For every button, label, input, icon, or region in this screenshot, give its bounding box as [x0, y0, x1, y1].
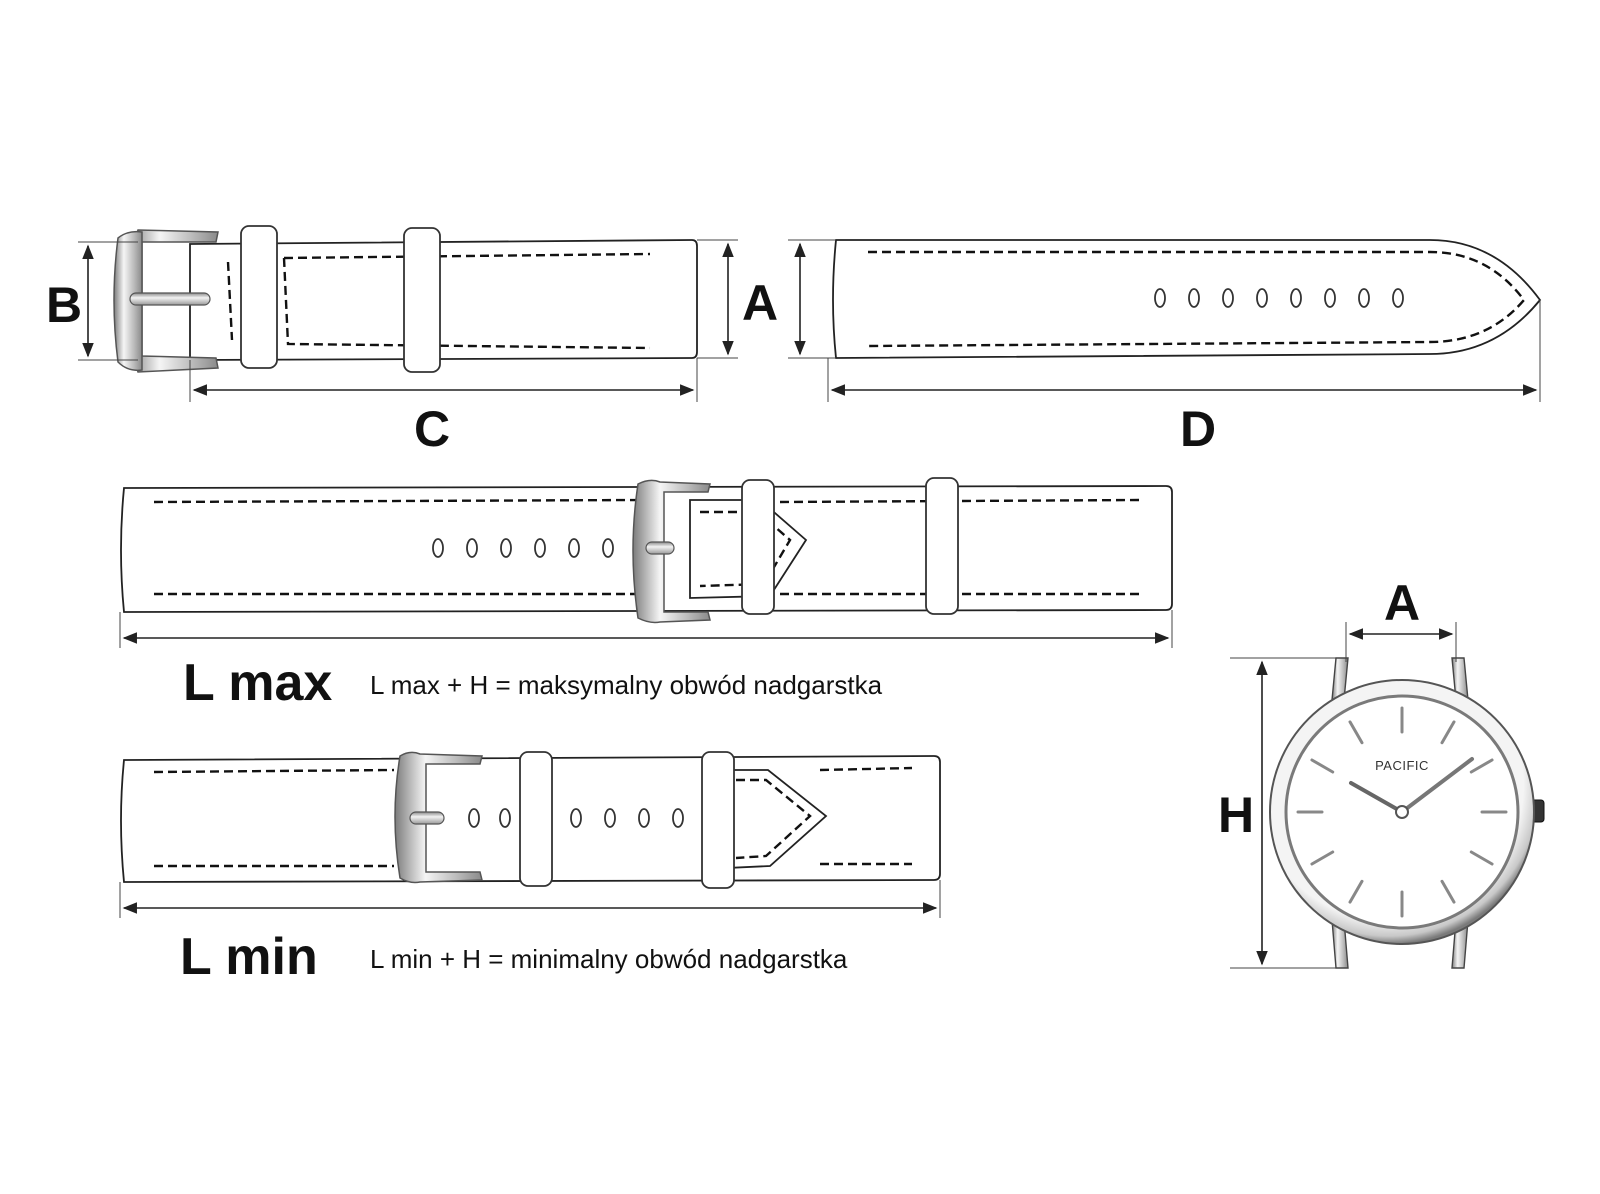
hour-hand: [1349, 781, 1404, 814]
minute-hand: [1400, 757, 1474, 814]
strap-hole: [1188, 288, 1200, 308]
hour-marker: [1348, 879, 1364, 904]
dimension-a-watch: A: [1345, 575, 1457, 662]
buckle: [394, 751, 483, 884]
dimension-b: B: [46, 241, 138, 361]
strap-hole: [1154, 288, 1166, 308]
hour-marker: [1469, 758, 1494, 774]
lmax-formula: L max + H = maksymalny obwód nadgarstka: [370, 670, 883, 700]
strap-hole: [432, 538, 444, 558]
strap-hole: [568, 538, 580, 558]
buckle: [113, 229, 219, 373]
strap-keeper: [925, 477, 959, 615]
strap-hole: [638, 808, 650, 828]
strap-keeper: [701, 751, 735, 889]
hour-marker: [1310, 850, 1335, 866]
label-d: D: [1180, 401, 1216, 457]
watch-brand: PACIFIC: [1375, 758, 1429, 773]
strap-keeper: [403, 227, 441, 373]
strap-keeper: [240, 225, 278, 369]
hour-marker: [1310, 758, 1335, 774]
label-b: B: [46, 277, 82, 333]
label-a-watch: A: [1384, 575, 1420, 631]
lmin-holes: [468, 808, 684, 828]
hour-marker: [1440, 720, 1456, 745]
label-a-strap: A: [742, 275, 778, 331]
dimension-a-strap: A: [697, 239, 778, 359]
strap-hole: [1324, 288, 1336, 308]
strap-lmax: [120, 477, 1173, 624]
label-h: H: [1218, 787, 1254, 843]
dimension-d: D: [827, 300, 1541, 457]
strap-hole: [602, 538, 614, 558]
strap-keeper: [519, 751, 553, 887]
strap-hole: [570, 808, 582, 828]
strap-hole: [1290, 288, 1302, 308]
strap-hole: [672, 808, 684, 828]
hour-marker: [1348, 720, 1364, 745]
hour-marker: [1469, 850, 1494, 866]
strap-hole: [1222, 288, 1234, 308]
strap-hole: [499, 808, 511, 828]
strap-hole: [466, 538, 478, 558]
lmax-label: L max: [183, 654, 332, 712]
dimension-lmin: [119, 880, 941, 918]
lmax-holes: [432, 538, 614, 558]
strap-hole: [534, 538, 546, 558]
hour-markers: [1296, 706, 1508, 918]
tail-holes: [1154, 288, 1404, 308]
dimension-lmax: [119, 610, 1173, 648]
strap-hole: [1256, 288, 1268, 308]
buckle-strap-piece: [113, 225, 698, 373]
watch-head: PACIFIC: [1269, 657, 1545, 969]
strap-hole: [500, 538, 512, 558]
strap-hole: [604, 808, 616, 828]
strap-keeper: [741, 479, 775, 615]
strap-hole: [468, 808, 480, 828]
strap-hole: [1358, 288, 1370, 308]
strap-lmin: [120, 751, 941, 889]
hour-marker: [1440, 879, 1456, 904]
dimension-c: C: [189, 358, 698, 457]
label-c: C: [414, 401, 450, 457]
dimension-a-tail: [788, 239, 836, 359]
dimension-h: H: [1218, 657, 1336, 969]
strap-hole: [1392, 288, 1404, 308]
buckle: [632, 479, 711, 624]
lmin-formula: L min + H = minimalny obwód nadgarstka: [370, 944, 848, 974]
tail-strap-piece: [832, 239, 1542, 359]
lmin-label: L min: [180, 928, 318, 986]
